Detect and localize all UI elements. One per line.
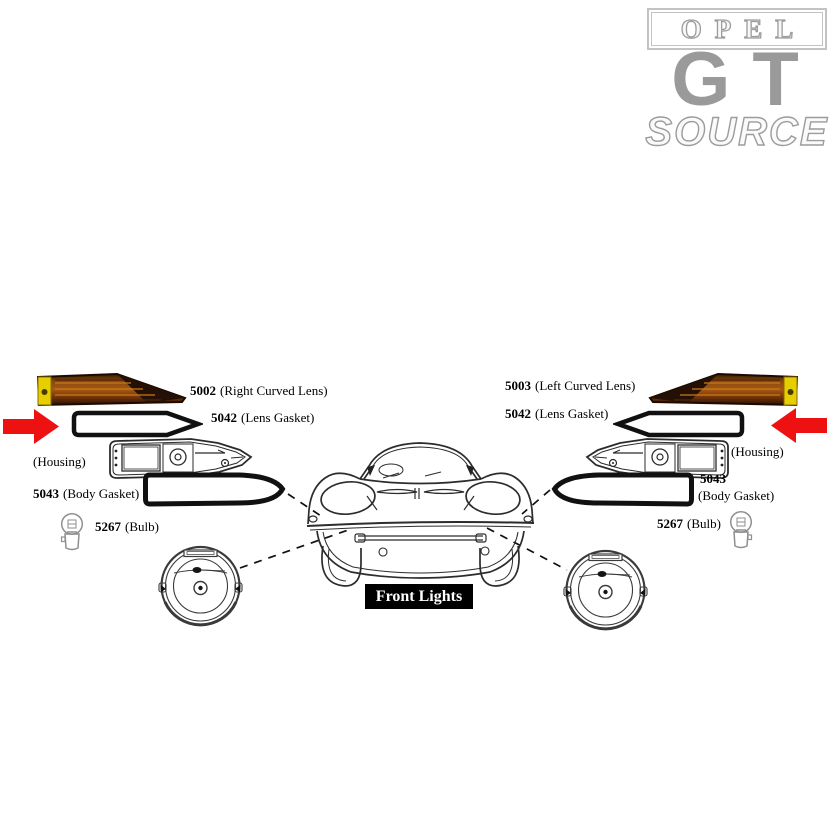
part-desc: (Bulb) [125,519,159,534]
source-logo-text: SOURCE [645,109,829,154]
right-body-gasket-illustration [545,471,697,509]
red-arrow-left-icon [3,408,60,445]
part-number: 5002 [190,383,216,398]
part-number: 5043 [700,471,726,486]
car-front-illustration [303,436,538,588]
label-right-curved-lens: 5003 (Left Curved Lens) [505,378,635,393]
part-desc: (Body Gasket) [63,486,140,501]
right-curved-lens-illustration [648,371,800,407]
label-right-body-gasket-desc: (Body Gasket) [698,488,774,503]
left-bulb-illustration [58,512,86,554]
front-lights-caption: Front Lights [365,584,473,609]
label-left-bulb: 5267 (Bulb) [95,519,159,534]
label-right-bulb: 5267 (Bulb) [657,516,721,531]
left-curved-lens-illustration [35,371,187,407]
label-left-lens-gasket: 5042 (Lens Gasket) [211,410,314,425]
right-headlamp-assembly-illustration [562,546,649,633]
right-bulb-illustration [727,510,755,552]
left-body-gasket-illustration [140,471,292,509]
part-desc: (Left Curved Lens) [535,378,636,393]
label-right-body-gasket-number: 5043 [700,471,730,486]
opel-logo-badge: OPEL [647,8,827,50]
part-desc: (Bulb) [687,516,721,531]
part-desc: (Lens Gasket) [241,410,315,425]
part-desc: (Body Gasket) [698,488,775,503]
part-desc: (Housing) [731,444,784,459]
label-left-housing: (Housing) [33,454,86,469]
label-right-lens-gasket: 5042 (Lens Gasket) [505,406,608,421]
part-desc: (Housing) [33,454,86,469]
brand-logo: OPEL GT SOURCE [642,8,832,155]
part-number: 5267 [657,516,683,531]
right-lens-gasket-illustration [613,410,746,438]
left-headlamp-assembly-illustration [157,542,244,629]
right-housing-illustration [582,436,735,480]
label-left-body-gasket: 5043 (Body Gasket) [33,486,139,501]
part-desc: (Lens Gasket) [535,406,609,421]
part-number: 5042 [211,410,237,425]
label-right-housing: (Housing) [731,444,784,459]
left-housing-illustration [103,436,256,480]
part-number: 5267 [95,519,121,534]
gt-logo-text: GT [671,37,821,122]
part-number: 5043 [33,486,59,501]
label-left-curved-lens: 5002 (Right Curved Lens) [190,383,328,398]
opel-logo-text: OPEL [651,12,823,46]
part-number: 5042 [505,406,531,421]
part-number: 5003 [505,378,531,393]
left-lens-gasket-illustration [70,410,203,438]
part-desc: (Right Curved Lens) [220,383,328,398]
red-arrow-right-icon [770,407,827,444]
